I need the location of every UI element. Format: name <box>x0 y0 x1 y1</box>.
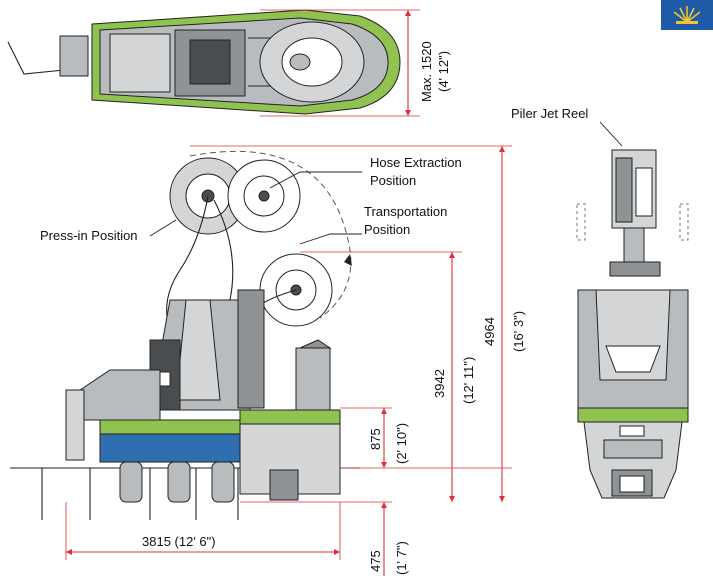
front-view-machine <box>576 149 689 499</box>
piler-jet-reel-label: Piler Jet Reel <box>511 106 588 121</box>
transportation-label-2: Position <box>364 222 410 237</box>
press-in-label: Press-in Position <box>40 228 138 243</box>
transport-height-ft-label: (12' 11") <box>461 357 476 404</box>
total-height-mm-label: 4964 <box>482 317 497 346</box>
hose-extraction-leader <box>269 171 362 189</box>
total-height-dimension <box>499 146 505 502</box>
transport-height-mm-label: 3942 <box>432 369 447 398</box>
ground-clearance-dimension <box>381 502 387 576</box>
transportation-leader <box>299 233 362 245</box>
top-width-dimension <box>260 9 420 117</box>
clamping-legs <box>65 389 299 503</box>
ground-clearance-ft-label: (1' 7") <box>394 541 409 575</box>
piles <box>41 468 239 520</box>
body-height-mm-label: 875 <box>368 428 383 450</box>
piler-jet-reel-leader <box>599 121 623 147</box>
transport-height-dimension <box>449 252 455 502</box>
brand-logo-icon <box>661 0 713 30</box>
reel-hose-extraction <box>227 159 301 233</box>
total-height-ft-label: (16' 3") <box>511 311 526 352</box>
length-label: 3815 (12' 6") <box>142 534 216 549</box>
body-height-ft-label: (2' 10") <box>394 423 409 464</box>
ground-clearance-mm-label: 475 <box>368 550 383 572</box>
press-in-leader <box>149 219 177 237</box>
top-view-machine <box>7 9 401 115</box>
top-width-ft-label: (4' 12") <box>436 51 451 92</box>
side-extension-lines <box>65 145 512 560</box>
length-dimension <box>66 549 340 555</box>
top-width-mm-label: Max. 1520 <box>419 41 434 102</box>
reel-swing-arc <box>189 150 352 319</box>
transportation-label-1: Transportation <box>364 204 447 219</box>
body-height-dimension <box>381 408 387 468</box>
hose-extraction-label-2: Position <box>370 173 416 188</box>
hose-extraction-label-1: Hose Extraction <box>370 155 462 170</box>
